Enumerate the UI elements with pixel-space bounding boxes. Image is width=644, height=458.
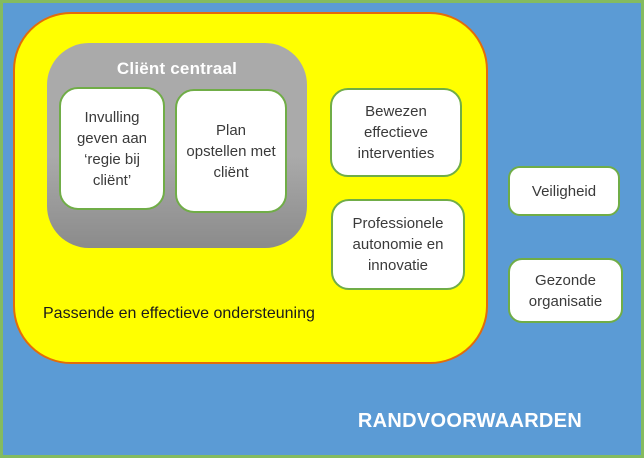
box-gezonde-organisatie: Gezonde organisatie <box>508 258 623 323</box>
box-professionele-autonomie: Professionele autonomie en innovatie <box>331 199 465 290</box>
yellow-zone-label: Passende en effectieve ondersteuning <box>43 305 315 322</box>
client-central-zone: Cliënt centraal Invulling geven aan ‘reg… <box>47 43 307 248</box>
yellow-zone: Cliënt centraal Invulling geven aan ‘reg… <box>13 12 488 364</box>
box-plan-opstellen-label: Plan opstellen met cliënt <box>186 121 276 181</box>
box-professionele-autonomie-label: Professionele autonomie en innovatie <box>352 215 444 274</box>
client-central-title: Cliënt centraal <box>116 59 238 78</box>
box-plan-opstellen: Plan opstellen met cliënt <box>175 89 287 213</box>
box-gezonde-organisatie-label: Gezonde organisatie <box>528 271 603 310</box>
box-veiligheid-label: Veiligheid <box>531 182 597 200</box>
randvoorwaarden-label: RANDVOORWAARDEN <box>357 410 583 432</box>
box-veiligheid: Veiligheid <box>508 166 620 216</box>
box-invulling-regie-label: Invulling geven aan ‘regie bij cliënt’ <box>76 108 148 189</box>
box-bewezen-interventies: Bewezen effectieve interventies <box>330 88 462 177</box>
box-bewezen-interventies-label: Bewezen effectieve interventies <box>357 103 435 162</box>
box-invulling-regie: Invulling geven aan ‘regie bij cliënt’ <box>59 87 165 210</box>
